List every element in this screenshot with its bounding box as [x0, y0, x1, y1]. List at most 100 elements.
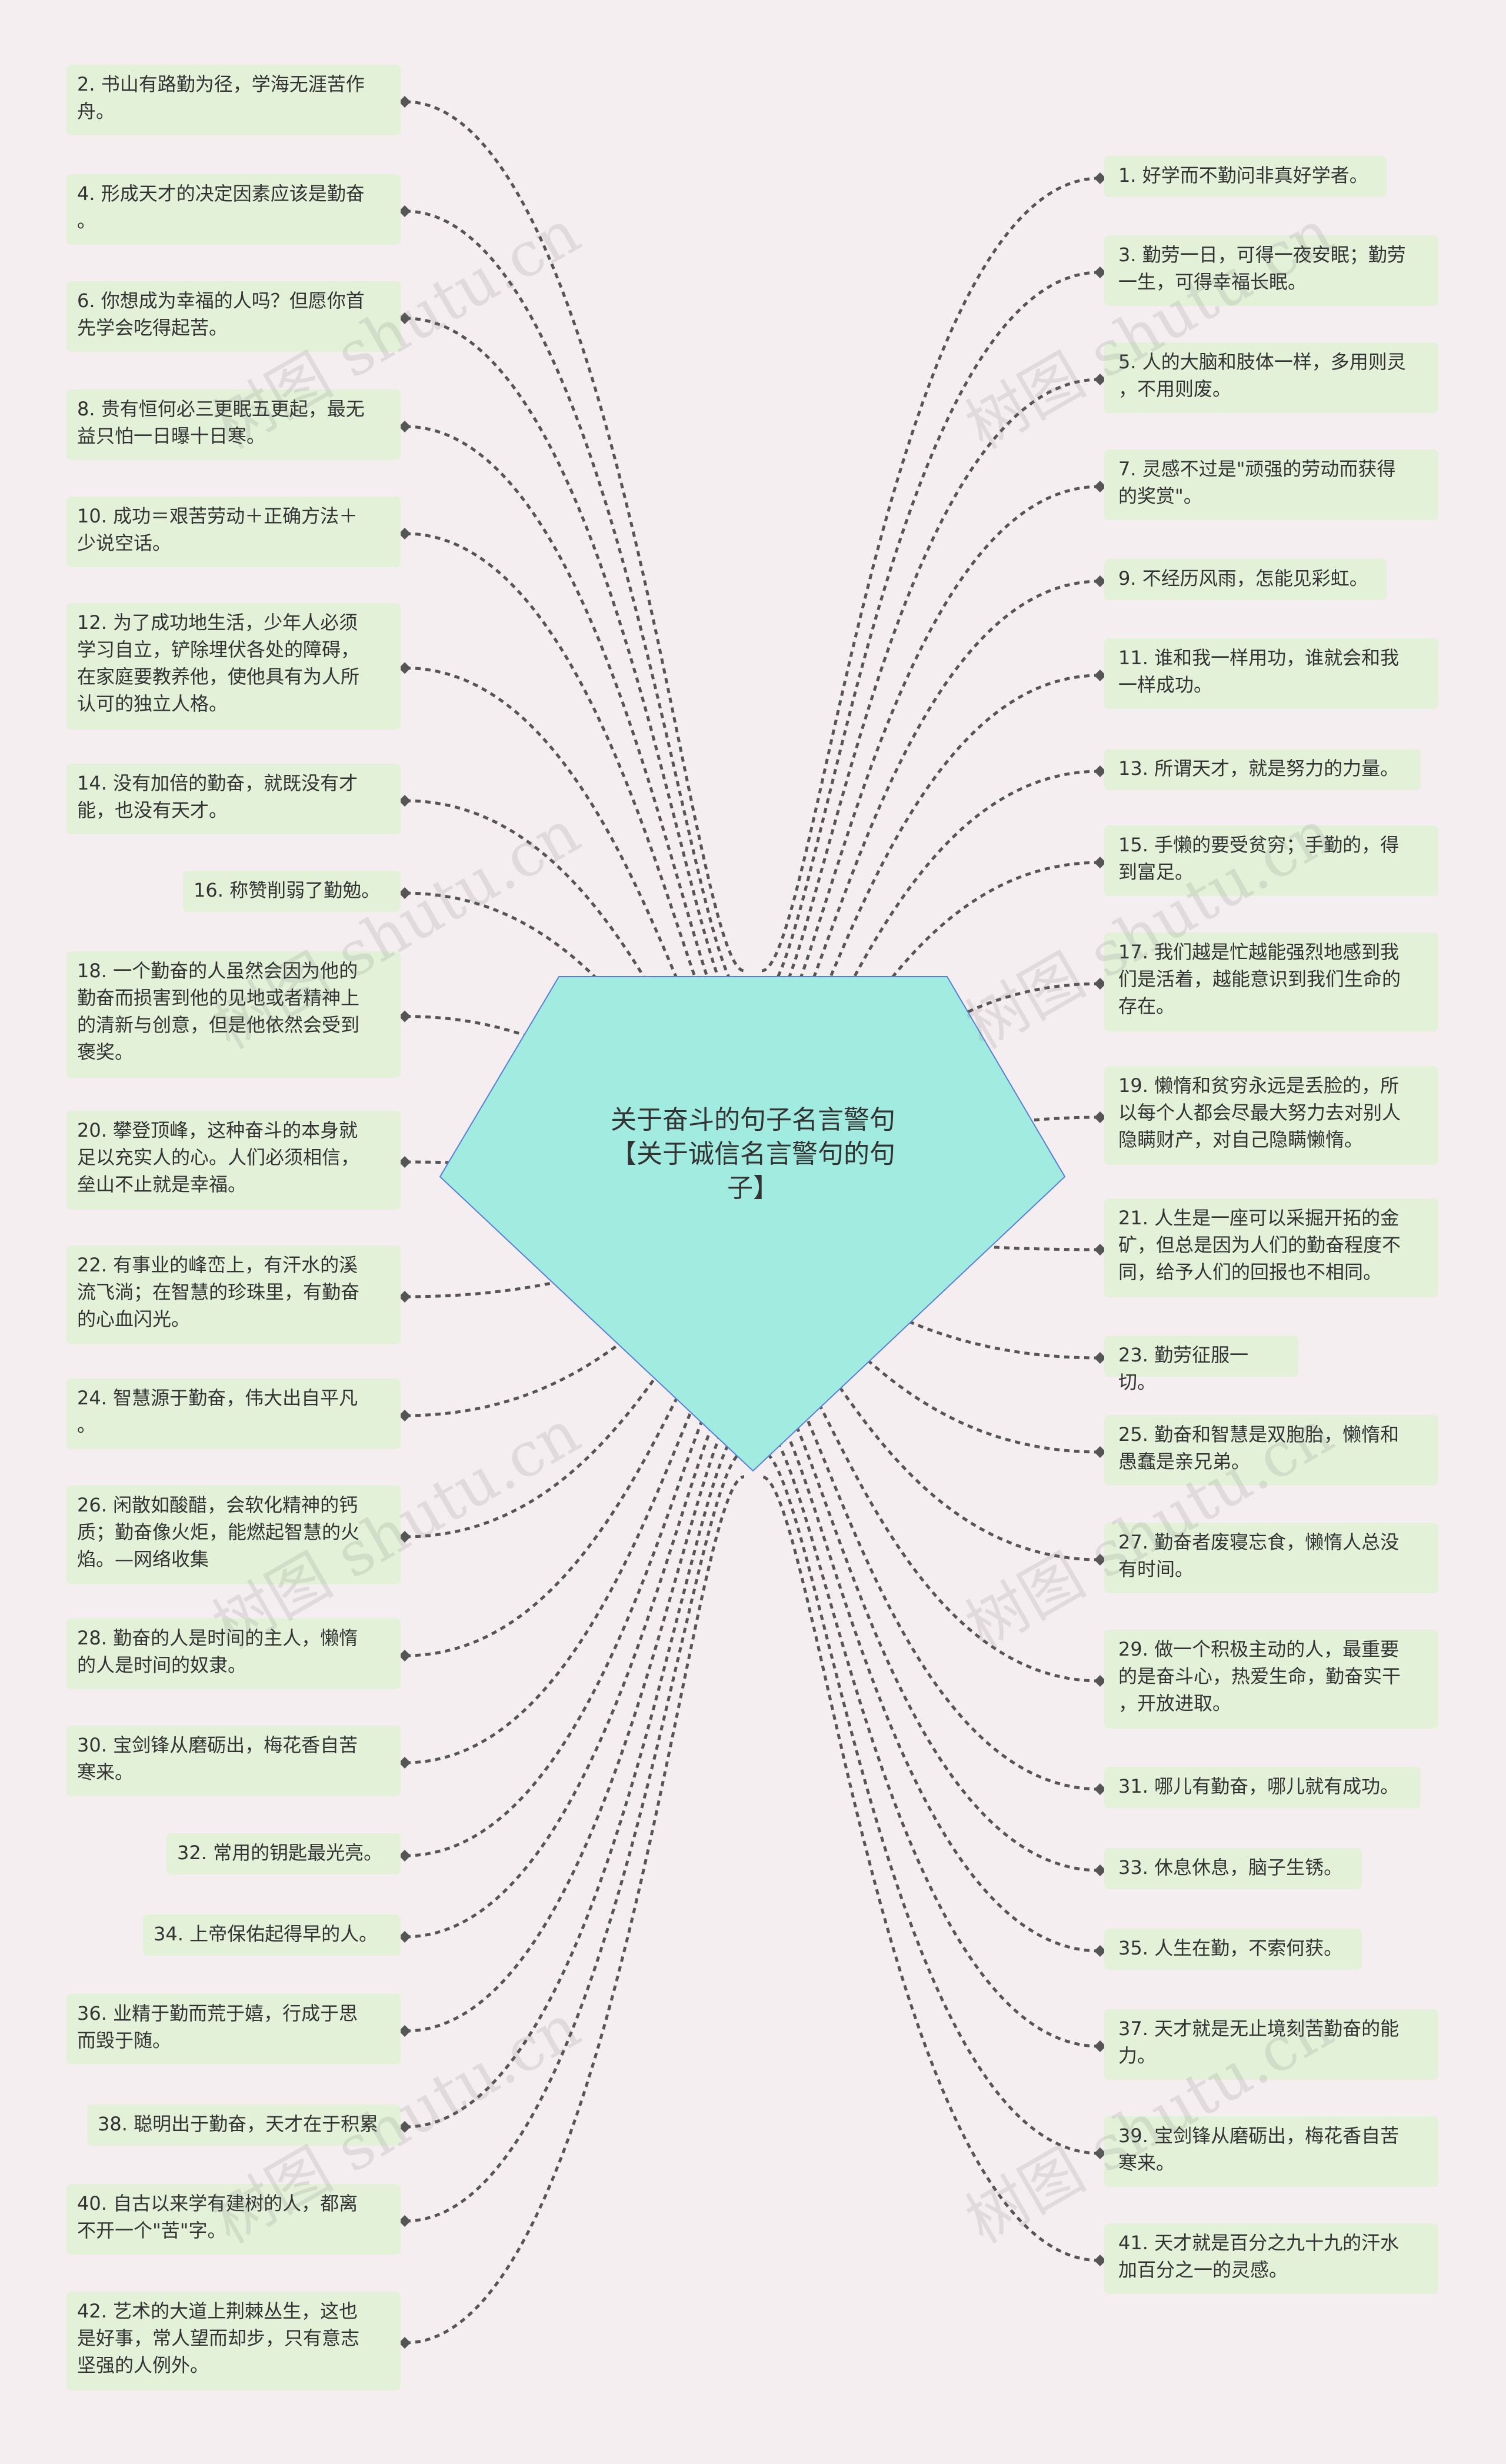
right-topic-node[interactable]: 17. 我们越是忙越能强烈地感到我 们是活着，越能意识到我们生命的 存在。 — [1104, 933, 1438, 1031]
connector-line — [761, 177, 1100, 973]
connector-diamond-icon — [399, 96, 411, 108]
topic-text: 26. 闲散如酸醋，会软化精神的钙 质；勤奋像火炬，能燃起智慧的火 焰。—网络收… — [77, 1494, 360, 1570]
right-topic-node[interactable]: 7. 灵感不过是"顽强的劳动而获得 的奖赏"。 — [1104, 449, 1438, 520]
connector-line — [405, 1015, 745, 1175]
left-topic-node[interactable]: 40. 自古以来学有建树的人，都离 不开一个"苦"字。 — [66, 2184, 401, 2255]
topic-text: 17. 我们越是忙越能强烈地感到我 们是活着，越能意识到我们生命的 存在。 — [1118, 941, 1401, 1017]
right-topic-node[interactable]: 25. 勤奋和智慧是双胞胎，懒惰和 愚蠢是亲兄弟。 — [1104, 1415, 1438, 1486]
left-topic-node[interactable]: 38. 聪明出于勤奋，天才在于积累 — [87, 2105, 401, 2146]
connector-line — [405, 100, 745, 973]
connector-line — [761, 1450, 1100, 2155]
right-topic-node[interactable]: 11. 谁和我一样用功，谁就会和我 一样成功。 — [1104, 638, 1438, 709]
right-topic-node[interactable]: 15. 手懒的要受贫穷；手勤的，得 到富足。 — [1104, 825, 1438, 896]
left-topic-node[interactable]: 20. 攀登顶峰，这种奋斗的本身就 足以充实人的心。人们必须相信， 垒山不止就是… — [66, 1111, 401, 1210]
right-topic-node[interactable]: 5. 人的大脑和肢体一样，多用则灵 ，不用则废。 — [1104, 342, 1438, 413]
topic-text: 10. 成功＝艰苦劳动＋正确方法＋ 少说空话。 — [77, 505, 358, 554]
connector-line — [405, 1374, 745, 1939]
topic-text: 12. 为了成功地生活，少年人必须 学习自立，铲除埋伏各处的障碍， 在家庭要教养… — [77, 611, 360, 715]
topic-text: 9. 不经历风雨，怎能见彩虹。 — [1118, 567, 1368, 590]
left-topic-node[interactable]: 18. 一个勤奋的人虽然会因为他的 勤奋而损害到他的见地或者精神上 的清新与创意… — [66, 951, 401, 1078]
right-topic-node[interactable]: 35. 人生在勤，不索何获。 — [1104, 1929, 1362, 1970]
connector-line — [405, 1475, 745, 2345]
connector-line — [405, 1399, 745, 2033]
connector-diamond-icon — [399, 662, 411, 674]
connector-diamond-icon — [399, 312, 411, 324]
left-topic-node[interactable]: 42. 艺术的大道上荆棘丛生，这也 是好事，常人望而却步，只有意志 坚强的人例外… — [66, 2292, 401, 2390]
connector-diamond-icon — [1094, 1111, 1106, 1123]
left-topic-node[interactable]: 12. 为了成功地生活，少年人必须 学习自立，铲除埋伏各处的障碍， 在家庭要教养… — [66, 603, 401, 730]
topic-text: 31. 哪儿有勤奋，哪儿就有成功。 — [1118, 1775, 1400, 1797]
right-topic-node[interactable]: 37. 天才就是无止境刻苦勤奋的能 力。 — [1104, 2009, 1438, 2080]
right-topic-node[interactable]: 9. 不经历风雨，怎能见彩虹。 — [1104, 559, 1387, 600]
topic-text: 32. 常用的钥匙最光亮。 — [177, 1842, 383, 1864]
right-topic-node[interactable]: 31. 哪儿有勤奋，哪儿就有成功。 — [1104, 1767, 1421, 1808]
topic-text: 16. 称赞削弱了勤勉。 — [194, 879, 381, 901]
connector-line — [761, 1374, 1100, 1872]
connector-diamond-icon — [1094, 481, 1106, 492]
left-topic-node[interactable]: 26. 闲散如酸醋，会软化精神的钙 质；勤奋像火炬，能燃起智慧的火 焰。—网络收… — [66, 1486, 401, 1584]
connector-diamond-icon — [399, 1410, 411, 1421]
right-topic-node[interactable]: 33. 休息休息，脑子生锈。 — [1104, 1848, 1362, 1889]
left-topic-node[interactable]: 14. 没有加倍的勤奋，就既没有才 能，也没有天才。 — [66, 764, 401, 834]
topic-text: 40. 自古以来学有建树的人，都离 不开一个"苦"字。 — [77, 2192, 358, 2242]
right-topic-node[interactable]: 41. 天才就是百分之九十九的汗水 加百分之一的灵感。 — [1104, 2223, 1438, 2294]
connector-diamond-icon — [1094, 1864, 1106, 1876]
right-topic-node[interactable]: 39. 宝剑锋从磨砺出，梅花香自苦 寒来。 — [1104, 2116, 1438, 2187]
connector-diamond-icon — [399, 1650, 411, 1661]
connector-diamond-icon — [399, 1531, 411, 1543]
topic-text: 37. 天才就是无止境刻苦勤奋的能 力。 — [1118, 2017, 1400, 2067]
topic-text: 14. 没有加倍的勤奋，就既没有才 能，也没有天才。 — [77, 772, 358, 821]
right-topic-node[interactable]: 1. 好学而不勤问非真好学者。 — [1104, 156, 1387, 197]
connector-line — [405, 1273, 745, 1539]
connector-line — [761, 1424, 1100, 2048]
topic-text: 3. 勤劳一日，可得一夜安眠；勤劳 一生，可得幸福长眠。 — [1118, 244, 1406, 293]
connector-diamond-icon — [1094, 1554, 1106, 1566]
left-topic-node[interactable]: 8. 贵有恒何必三更眠五更起，最无 益只怕一日曝十日寒。 — [66, 389, 401, 460]
topic-text: 29. 做一个积极主动的人，最重要 的是奋斗心，热爱生命，勤奋实干 ，开放进取。 — [1118, 1638, 1401, 1714]
connector-line — [405, 667, 745, 1099]
topic-text: 34. 上帝保佑起得早的人。 — [154, 1923, 378, 1945]
connector-diamond-icon — [1094, 374, 1106, 385]
connector-diamond-icon — [1094, 1244, 1106, 1256]
left-topic-node[interactable]: 6. 你想成为幸福的人吗？但愿你首 先学会吃得起苦。 — [66, 281, 401, 352]
right-topic-node[interactable]: 19. 懒惰和贫穷永远是丢脸的，所 以每个人都会尽最大努力去对别人 隐瞒财产，对… — [1104, 1066, 1438, 1165]
connector-diamond-icon — [399, 1291, 411, 1303]
topic-text: 21. 人生是一座可以采掘开拓的金 矿，但总是因为人们的勤奋程度不 同，给予人们… — [1118, 1207, 1401, 1283]
left-topic-node[interactable]: 28. 勤奋的人是时间的主人，懒惰 的人是时间的奴隶。 — [66, 1619, 401, 1689]
connector-diamond-icon — [399, 2025, 411, 2037]
connector-diamond-icon — [1094, 2040, 1106, 2052]
left-topic-node[interactable]: 10. 成功＝艰苦劳动＋正确方法＋ 少说空话。 — [66, 497, 401, 567]
connector-diamond-icon — [1094, 1783, 1106, 1795]
right-topic-node[interactable]: 27. 勤奋者废寝忘食，懒惰人总没 有时间。 — [1104, 1523, 1438, 1593]
left-topic-node[interactable]: 24. 智慧源于勤奋，伟大出自平凡 。 — [66, 1378, 401, 1449]
connector-diamond-icon — [399, 421, 411, 432]
connector-line — [761, 1298, 1100, 1561]
connector-diamond-icon — [399, 1931, 411, 1943]
connector-line — [761, 1348, 1100, 1791]
left-topic-node[interactable]: 32. 常用的钥匙最光亮。 — [166, 1833, 401, 1874]
right-topic-node[interactable]: 3. 勤劳一日，可得一夜安眠；勤劳 一生，可得幸福长眠。 — [1104, 235, 1438, 306]
connector-line — [405, 1424, 745, 2129]
connector-line — [405, 1348, 745, 1857]
connector-diamond-icon — [1094, 575, 1106, 587]
left-topic-node[interactable]: 2. 书山有路勤为径，学海无涯苦作 舟。 — [66, 65, 401, 135]
right-topic-node[interactable]: 23. 勤劳征服一切。 — [1104, 1336, 1298, 1393]
connector-diamond-icon — [1094, 2147, 1106, 2159]
left-topic-node[interactable]: 30. 宝剑锋从磨砺出，梅花香自苦 寒来。 — [66, 1726, 401, 1796]
connector-diamond-icon — [399, 1757, 411, 1769]
connector-line — [761, 580, 1100, 1074]
right-topic-node[interactable]: 21. 人生是一座可以采掘开拓的金 矿，但总是因为人们的勤奋程度不 同，给予人们… — [1104, 1198, 1438, 1297]
connector-line — [405, 209, 745, 998]
right-topic-node[interactable]: 13. 所谓天才，就是努力的力量。 — [1104, 749, 1421, 790]
connector-diamond-icon — [1094, 1675, 1106, 1687]
right-topic-node[interactable]: 29. 做一个积极主动的人，最重要 的是奋斗心，热爱生命，勤奋实干 ，开放进取。 — [1104, 1630, 1438, 1729]
left-topic-node[interactable]: 4. 形成天才的决定因素应该是勤奋 。 — [66, 174, 401, 245]
topic-text: 15. 手懒的要受贫穷；手勤的，得 到富足。 — [1118, 834, 1400, 883]
center-topic-shape — [439, 976, 1066, 1472]
center-topic[interactable]: 关于奋斗的句子名言警句 【关于诚信名言警句的句 子】 — [588, 1103, 918, 1206]
left-topic-node[interactable]: 34. 上帝保佑起得早的人。 — [143, 1914, 401, 1956]
left-topic-node[interactable]: 36. 业精于勤而荒于嬉，行成于思 而毁于随。 — [66, 1994, 401, 2065]
left-topic-node[interactable]: 16. 称赞削弱了勤勉。 — [183, 871, 401, 912]
left-topic-node[interactable]: 22. 有事业的峰峦上，有汗水的溪 流飞淌；在智慧的珍珠里，有勤奋 的心血闪光。 — [66, 1246, 401, 1344]
